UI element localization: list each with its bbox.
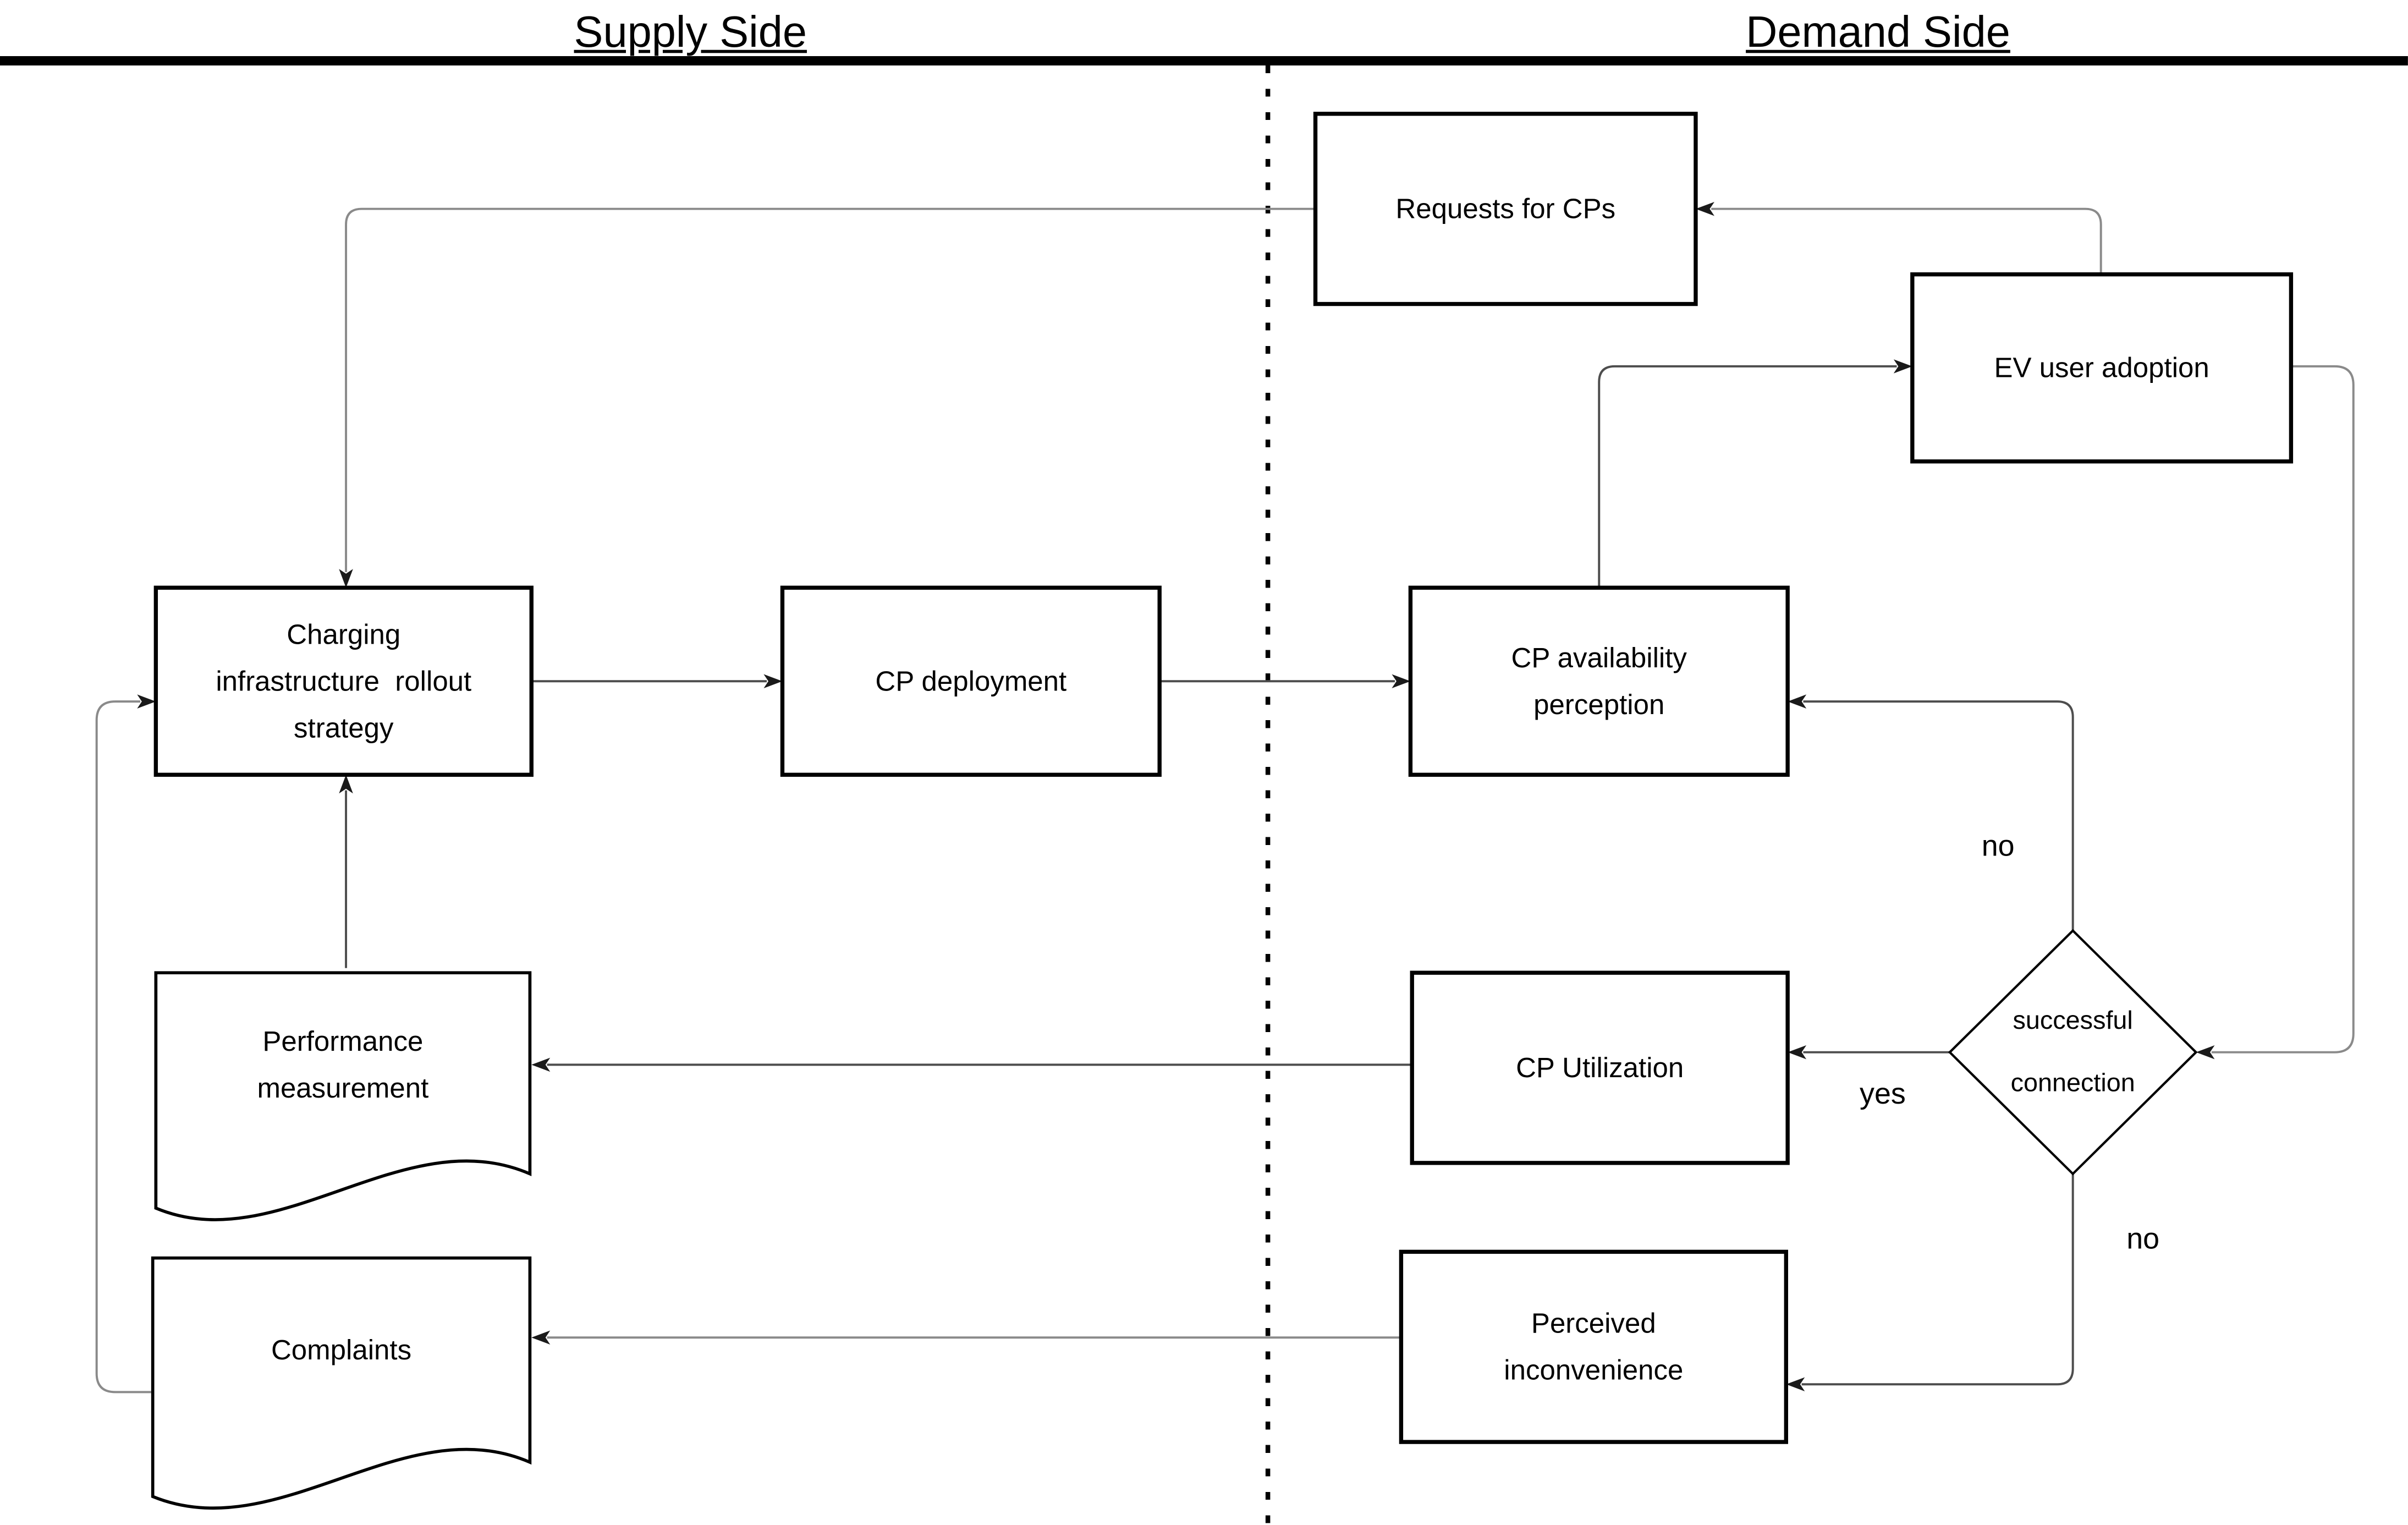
cp-availability-box	[1408, 585, 1790, 777]
charging-strategy-box	[153, 585, 534, 777]
edge-ev-adoption-to-diamond	[2196, 365, 2355, 1060]
supply-demand-divider-dotted-line	[1265, 65, 1271, 1525]
performance-measurement-document	[154, 971, 532, 1221]
perceived-inconvenience-box	[1399, 1249, 1788, 1444]
complaints-document	[151, 1256, 532, 1510]
cp-deployment-box	[780, 585, 1162, 777]
edge-availability-to-ev-adoption	[1598, 359, 1912, 588]
ev-user-adoption-box	[1910, 272, 2294, 464]
cp-utilization-box	[1410, 970, 1790, 1165]
edge-requests-to-strategy	[339, 207, 1316, 588]
demand-side-title: Demand Side	[1746, 8, 2010, 57]
top-rule	[0, 56, 2408, 66]
requests-for-cps-box	[1313, 112, 1698, 306]
edge-ev-adoption-to-requests	[1695, 201, 2102, 275]
edge-no-diamond-to-availability	[1788, 694, 2074, 931]
edge-complaints-to-strategy	[95, 694, 156, 1394]
successful-connection-diamond	[1948, 929, 2198, 1176]
supply-side-title: Supply Side	[574, 8, 807, 57]
edge-no-diamond-to-perceived-inconvenience	[1786, 1173, 2074, 1391]
